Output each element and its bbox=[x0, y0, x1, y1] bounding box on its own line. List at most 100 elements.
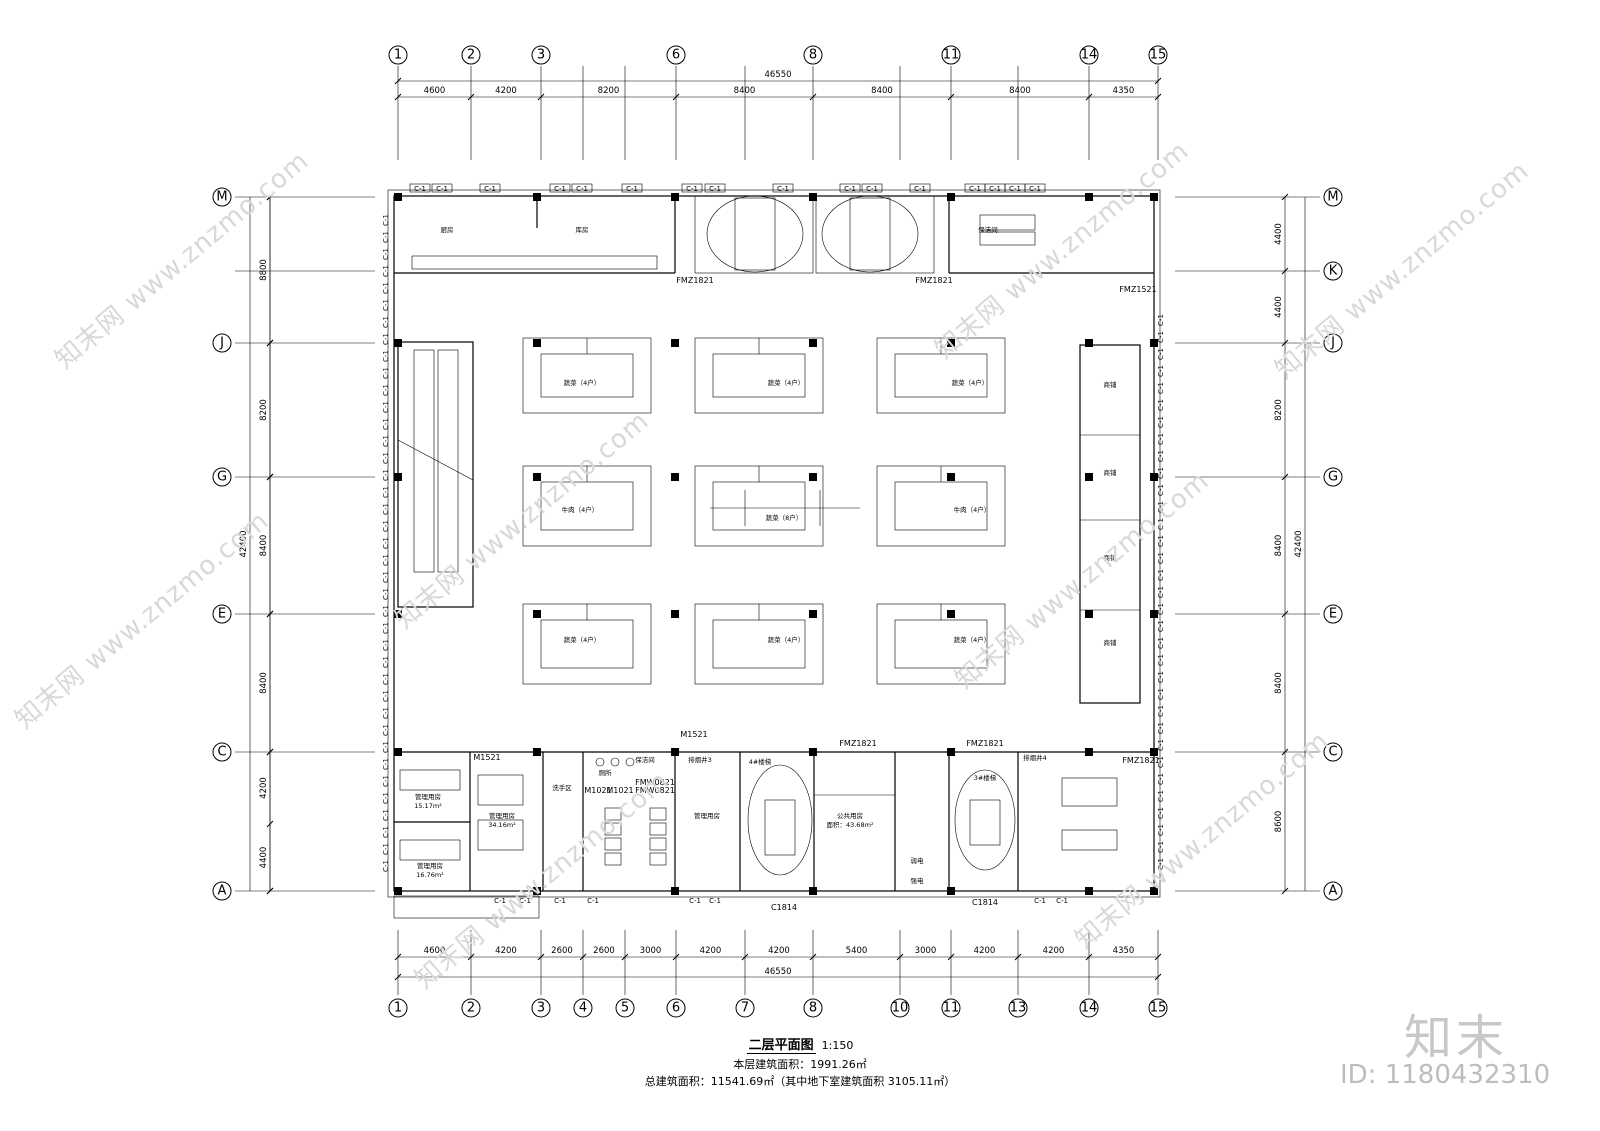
dim-text: 8400 bbox=[1274, 535, 1284, 557]
window-label: C-1 bbox=[382, 673, 390, 685]
stall-inner bbox=[894, 353, 988, 398]
window-label: C-1 bbox=[382, 588, 390, 600]
room-kitchen: 厨房 bbox=[441, 225, 454, 234]
dim-text: 4200 bbox=[700, 946, 722, 956]
dim-text: 4200 bbox=[495, 946, 517, 956]
dim-tick bbox=[1281, 267, 1289, 275]
dim-text: 3000 bbox=[640, 946, 662, 956]
column bbox=[1085, 193, 1093, 201]
column bbox=[947, 887, 955, 895]
axis-label: M bbox=[1327, 190, 1338, 205]
window-label: C-1 bbox=[382, 469, 390, 481]
window-label: C-1 bbox=[382, 520, 390, 532]
shop-label-3: 商铺 bbox=[1104, 553, 1118, 562]
dim-tick bbox=[1154, 953, 1162, 961]
window-label: C-1 bbox=[554, 897, 566, 905]
column bbox=[1085, 887, 1093, 895]
window-label: C-1 bbox=[382, 350, 390, 362]
window-label: C-1 bbox=[576, 185, 588, 193]
elec-label: 弱电 bbox=[911, 856, 925, 865]
column bbox=[533, 193, 541, 201]
axis-bubble: K bbox=[1323, 261, 1343, 281]
axis-circle bbox=[461, 45, 481, 65]
shaft4-label: 排烟井4 bbox=[1023, 753, 1047, 762]
window-frame bbox=[861, 183, 883, 193]
watermark-id: ID: 1180432310 bbox=[1340, 1060, 1551, 1090]
axis-circle bbox=[1079, 998, 1099, 1018]
axis-circle bbox=[1323, 187, 1343, 207]
window-label: C-1 bbox=[382, 486, 390, 498]
column bbox=[1150, 193, 1158, 201]
window-label: C-1 bbox=[382, 418, 390, 430]
window-label: C-1 bbox=[1009, 185, 1021, 193]
window-label: C-1 bbox=[554, 185, 566, 193]
sink bbox=[595, 757, 605, 767]
axis-label: 7 bbox=[741, 1001, 749, 1016]
door-label: FMW0821 bbox=[635, 778, 675, 787]
dim-tick bbox=[896, 953, 904, 961]
axis-circle bbox=[1323, 604, 1343, 624]
window-label: C-1 bbox=[382, 503, 390, 515]
stall-label-c: 蔬菜（4户） bbox=[952, 378, 989, 387]
window-label: C-1 bbox=[382, 248, 390, 260]
window-label: C-1 bbox=[1157, 535, 1165, 547]
window-label: C-1 bbox=[494, 897, 506, 905]
shop-label-1: 商铺 bbox=[1104, 380, 1118, 389]
axis-bubble: M bbox=[1323, 187, 1343, 207]
dim-total: 46550 bbox=[764, 70, 791, 80]
window-frame bbox=[1024, 183, 1046, 193]
window-label: C-1 bbox=[1056, 897, 1068, 905]
dim-tick bbox=[672, 953, 680, 961]
window-frame bbox=[571, 183, 593, 193]
dim-text: 2600 bbox=[593, 946, 615, 956]
dim-text: 4600 bbox=[424, 946, 446, 956]
dim-text: 8400 bbox=[734, 86, 756, 96]
dim-tick bbox=[1281, 339, 1289, 347]
dim-text: 8400 bbox=[871, 86, 893, 96]
stall-label-f: 牛肉（4户） bbox=[954, 505, 991, 514]
dim-text: 4200 bbox=[768, 946, 790, 956]
column bbox=[1085, 610, 1093, 618]
axis-bubble: E bbox=[212, 604, 232, 624]
window-label: C-1 bbox=[1157, 671, 1165, 683]
door-label: C1814 bbox=[972, 898, 998, 907]
dim-tick bbox=[621, 953, 629, 961]
window-label: C-1 bbox=[484, 185, 496, 193]
shop-label-2: 商铺 bbox=[1104, 468, 1118, 477]
axis-bubble: 3 bbox=[531, 45, 551, 65]
dim-tick bbox=[1085, 953, 1093, 961]
dim-tick bbox=[266, 193, 274, 201]
dim-tick bbox=[537, 93, 545, 101]
stall-inner bbox=[540, 619, 634, 669]
axis-label: A bbox=[218, 884, 227, 899]
axis-bubble: E bbox=[1323, 604, 1343, 624]
stair4-label: 4#楼梯 bbox=[749, 757, 772, 766]
column bbox=[671, 748, 679, 756]
window-label: C-1 bbox=[1157, 654, 1165, 666]
mgmt-room-3-area: 16.76m² bbox=[416, 871, 444, 879]
axis-circle bbox=[212, 742, 232, 762]
window-label: C-1 bbox=[1157, 501, 1165, 513]
axis-label: 3 bbox=[537, 48, 545, 63]
window-label: C-1 bbox=[382, 775, 390, 787]
toilet-stall bbox=[649, 852, 667, 866]
dim-tick bbox=[537, 953, 545, 961]
window-frame bbox=[681, 183, 703, 193]
axis-circle bbox=[1323, 881, 1343, 901]
dim-tick bbox=[1281, 748, 1289, 756]
column bbox=[394, 610, 402, 618]
drawing-scale: 1:150 bbox=[821, 1039, 854, 1052]
axis-circle bbox=[461, 998, 481, 1018]
column bbox=[947, 748, 955, 756]
axis-bubble: A bbox=[1323, 881, 1343, 901]
elec2-label: 强电 bbox=[911, 876, 925, 885]
window-label: C-1 bbox=[382, 843, 390, 855]
column bbox=[947, 193, 955, 201]
axis-label: 5 bbox=[621, 1001, 629, 1016]
door-label: C1814 bbox=[771, 903, 797, 912]
window-label: C-1 bbox=[989, 185, 1001, 193]
dim-tick bbox=[467, 93, 475, 101]
window-label: C-1 bbox=[1157, 841, 1165, 853]
room-janitor-top: 保洁间 bbox=[978, 225, 998, 234]
